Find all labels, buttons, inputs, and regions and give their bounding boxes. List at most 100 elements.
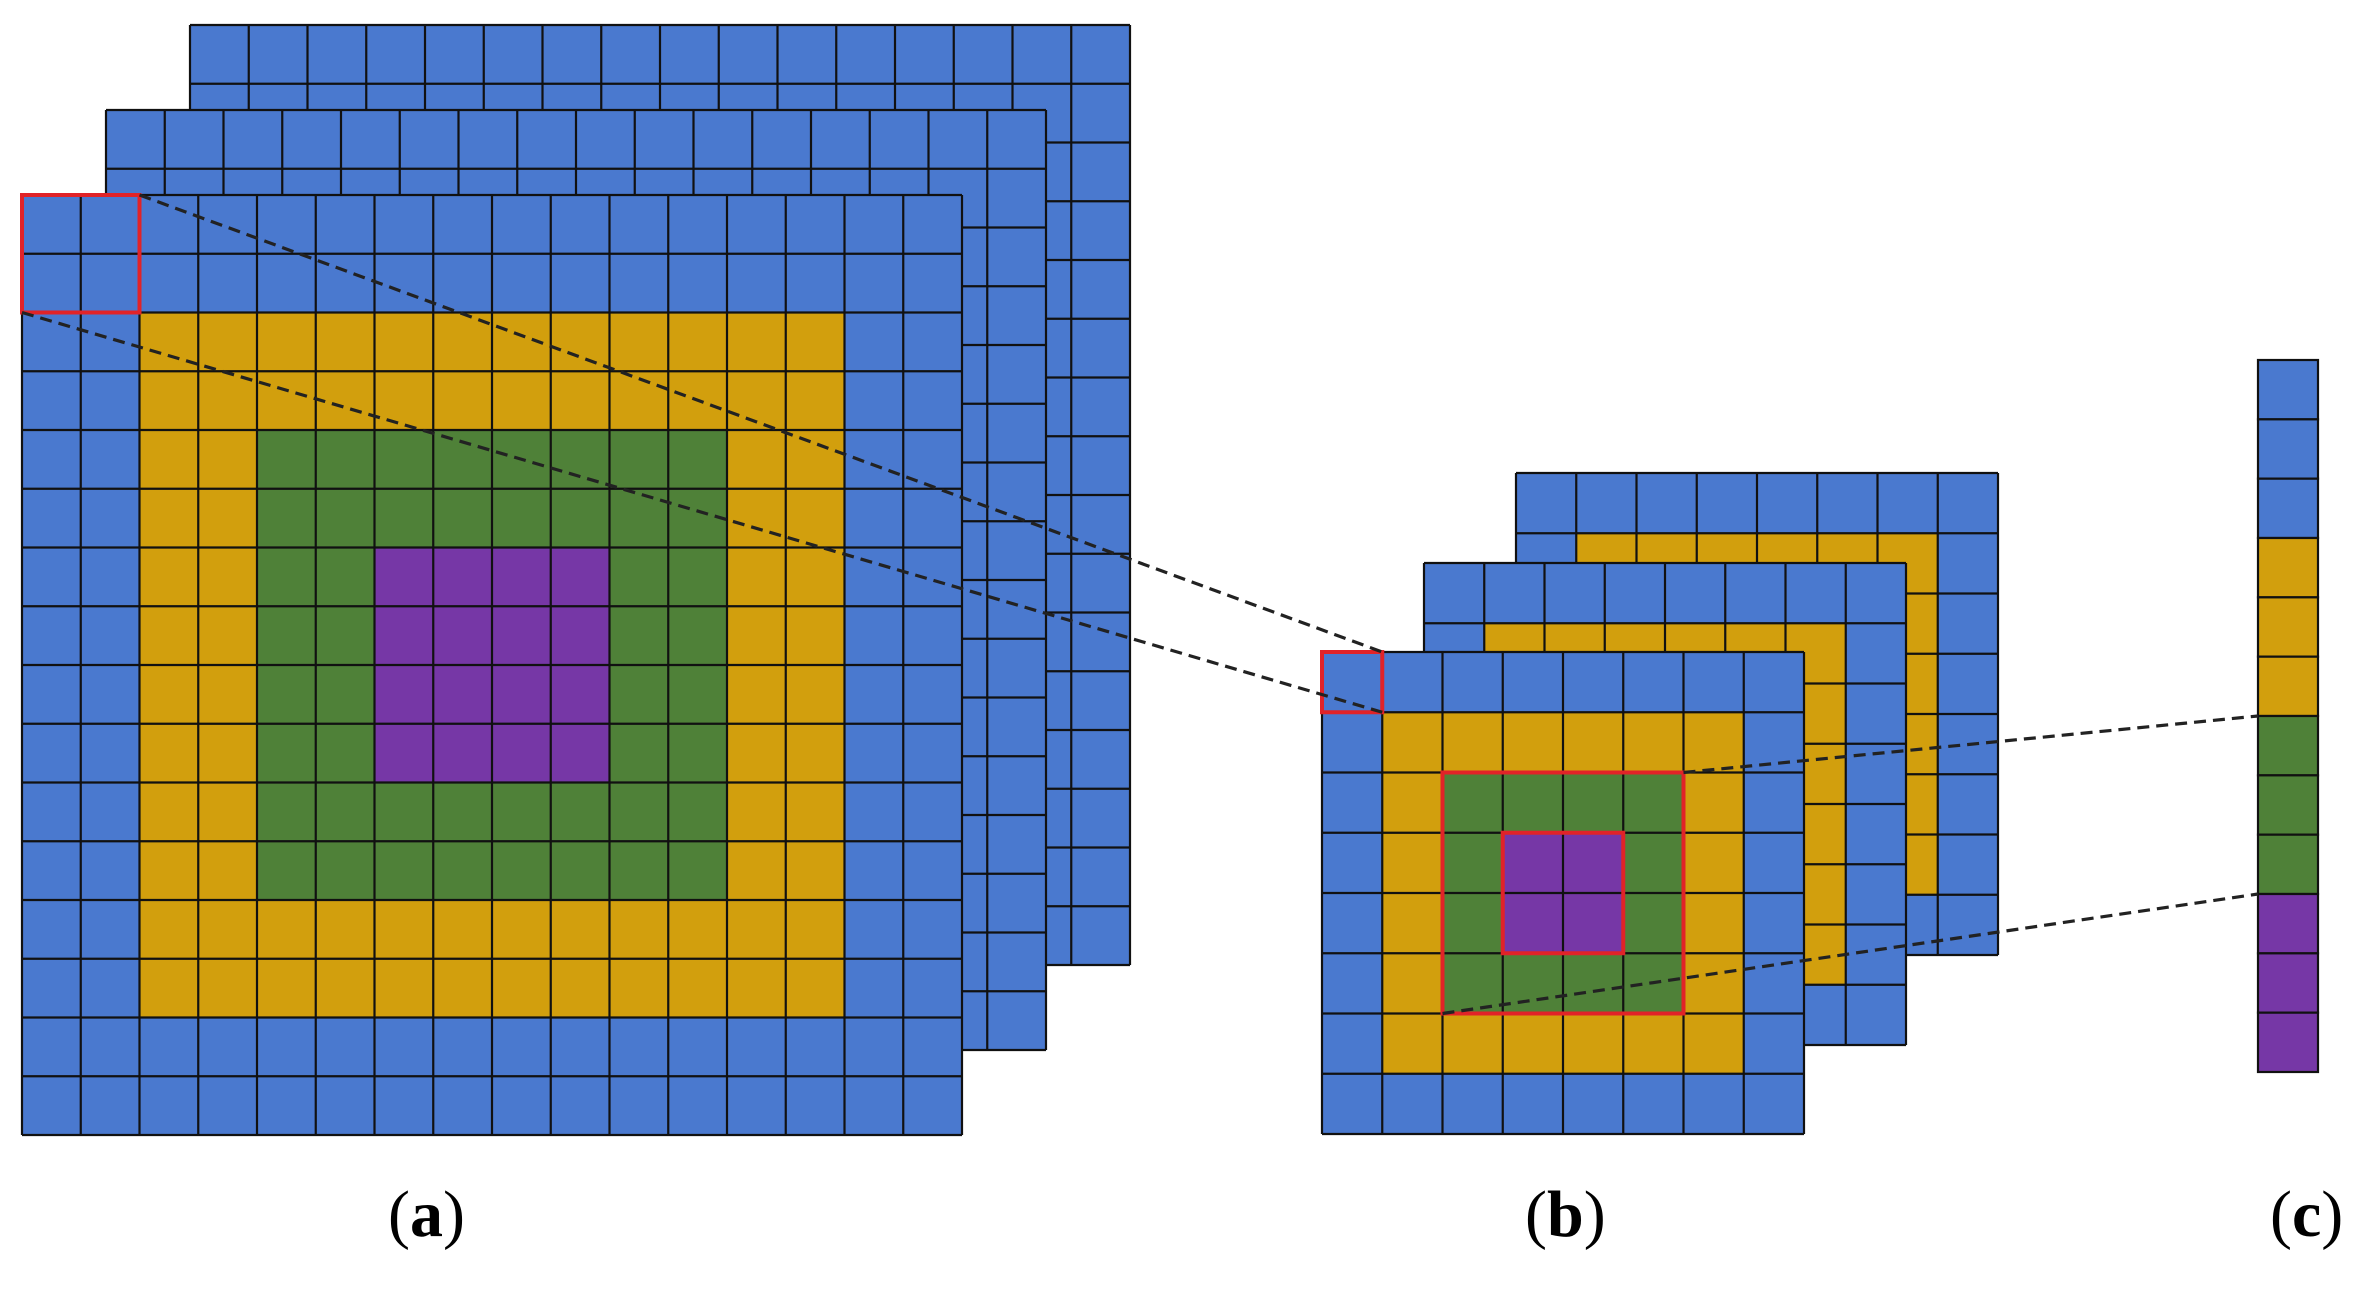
grid-cell [22, 195, 82, 255]
grid-cell [844, 371, 904, 431]
connector-lines [21, 193, 2259, 1016]
grid-cell [1502, 953, 1564, 1014]
grid-cell [198, 606, 258, 666]
grid-cell [517, 110, 577, 170]
grid-cell [727, 958, 787, 1018]
grid-cell [1563, 712, 1624, 773]
grid-cell [785, 547, 845, 607]
grid-cell [139, 782, 199, 842]
grid-cell [139, 488, 199, 548]
grid-cell [1604, 563, 1666, 624]
grid-cell [550, 958, 610, 1018]
grid-cell [492, 606, 552, 666]
grid-cell [668, 430, 728, 490]
pooling-window-highlight [20, 193, 142, 315]
grid-cell [80, 782, 140, 842]
grid-cell [433, 958, 493, 1018]
grid-cell [492, 547, 552, 607]
grid-cell [1502, 1013, 1564, 1075]
grid-cell [895, 25, 955, 85]
grid-cell [609, 488, 669, 548]
grid-cell [492, 782, 552, 842]
grid-cell [492, 1017, 552, 1077]
grid-cell [1845, 683, 1907, 745]
grid-cell [139, 665, 199, 725]
grid-cell [903, 488, 963, 548]
grid-cell [282, 110, 342, 170]
grid-cell [1071, 260, 1131, 320]
grid-cell [903, 371, 963, 431]
vector-cell [2256, 774, 2320, 836]
grid-cell [433, 723, 493, 783]
grid-cell [80, 958, 140, 1018]
grid-cell [844, 430, 904, 490]
grid-cell [785, 665, 845, 725]
grid-cell [1743, 712, 1805, 773]
grid-cell [190, 25, 250, 85]
grid-cell [693, 110, 753, 170]
grid-cell [433, 900, 493, 960]
grid-cell [22, 958, 82, 1018]
grid-cell [1937, 894, 1999, 956]
grid-cell [257, 547, 317, 607]
grid-cell [1442, 772, 1504, 834]
grid-cell [609, 1017, 669, 1077]
grid-cell [785, 195, 845, 255]
grid-cell [903, 312, 963, 372]
pooled-map-layer-3 [1320, 650, 1806, 1136]
grid-cell [550, 371, 610, 431]
grid-cell [609, 900, 669, 960]
grid-cell [374, 253, 434, 313]
grid-cell [315, 1017, 375, 1077]
grid-cell [1382, 1013, 1443, 1075]
grid-cell [609, 723, 669, 783]
green-ring-highlight [1440, 770, 1686, 1016]
grid-cell [1563, 1073, 1624, 1135]
grid-cell [550, 900, 610, 960]
grid-cell [374, 606, 434, 666]
grid-cell [1563, 953, 1624, 1014]
grid-cell [844, 1076, 904, 1136]
grid-cell [987, 227, 1047, 287]
grid-cell [374, 665, 434, 725]
grid-cell [987, 521, 1047, 581]
grid-cell [634, 110, 694, 170]
grid-cell [1071, 553, 1131, 613]
grid-cell [987, 932, 1047, 992]
grid-cell [727, 782, 787, 842]
grid-cell [1502, 832, 1564, 894]
grid-cell [1071, 377, 1131, 437]
grid-cell [1623, 652, 1684, 713]
grid-cell [1845, 563, 1907, 624]
grid-cell [22, 841, 82, 901]
grid-cell [785, 1017, 845, 1077]
grid-cell [609, 312, 669, 372]
grid-cell [139, 1017, 199, 1077]
grid-cell [550, 841, 610, 901]
grid-cell [1322, 1013, 1383, 1075]
grid-cell [903, 665, 963, 725]
grid-cell [198, 958, 258, 1018]
grid-cell [953, 25, 1013, 85]
grid-cell [609, 782, 669, 842]
grid-cell [492, 900, 552, 960]
grid-cell [1576, 473, 1637, 534]
grid-cell [492, 958, 552, 1018]
grid-cell [811, 110, 871, 170]
grid-cell [1322, 832, 1383, 894]
grid-cell [903, 547, 963, 607]
grid-cell [492, 1076, 552, 1136]
grid-cell [1382, 953, 1443, 1014]
grid-cell [1877, 473, 1939, 534]
grid-cell [257, 841, 317, 901]
grid-cell [1623, 712, 1684, 773]
grid-cell [844, 195, 904, 255]
grid-cell [609, 606, 669, 666]
grid-cell [1442, 1073, 1504, 1135]
grid-cell [844, 958, 904, 1018]
grid-cell [374, 430, 434, 490]
dashed-connector-line [1683, 714, 2259, 775]
grid-cell [433, 606, 493, 666]
grid-cell [1937, 774, 1999, 835]
